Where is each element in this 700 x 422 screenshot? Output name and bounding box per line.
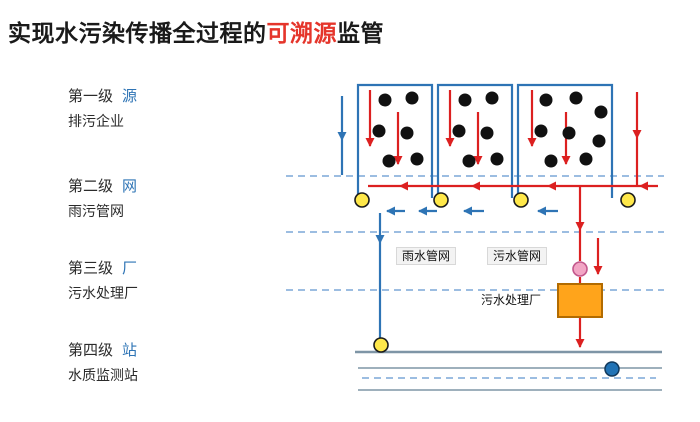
level-3-key: 厂 [122, 260, 138, 277]
level-4-name: 第四级 [68, 342, 114, 359]
title-highlight: 可溯源 [266, 20, 337, 46]
river-discharge-point [604, 361, 620, 377]
level-1-name: 第一级 [68, 88, 114, 105]
sewage-pipe-label: 污水管网 [487, 247, 548, 265]
enterprise-box-2 [436, 83, 514, 198]
level-1-title: 第一级源 [68, 88, 137, 106]
level-2: 第二级网 雨污管网 [68, 178, 137, 219]
treatment-plant-box [557, 283, 603, 318]
enterprise-box-1 [356, 83, 434, 198]
monitor-point-2 [433, 192, 449, 208]
rain-pipe-label: 雨水管网 [396, 247, 457, 265]
level-1-key: 源 [122, 88, 138, 105]
level-2-title: 第二级网 [68, 178, 137, 196]
level-2-key: 网 [122, 178, 138, 195]
enterprise-box-3 [516, 83, 614, 198]
level-3-name: 第三级 [68, 260, 114, 277]
rain-outfall-point [373, 337, 389, 353]
pipe-monitor-points [354, 192, 636, 208]
level-4-desc: 水质监测站 [68, 367, 138, 384]
level-4: 第四级站 水质监测站 [68, 342, 138, 383]
level-3-desc: 污水处理厂 [68, 285, 138, 302]
treatment-plant-label: 污水处理厂 [479, 293, 544, 307]
pipe-zone-dashed-lines [286, 175, 664, 291]
enterprise-boxes [356, 83, 614, 198]
level-2-desc: 雨污管网 [68, 203, 124, 220]
level-2-name: 第二级 [68, 178, 114, 195]
level-1-desc: 排污企业 [68, 113, 124, 130]
title-suffix: 监管 [337, 20, 384, 46]
level-3-title: 第三级厂 [68, 260, 138, 278]
sewage-drop-line [575, 187, 603, 348]
pollution-discharge-arrows [365, 90, 571, 165]
title-prefix: 实现水污染传播全过程的 [8, 20, 267, 46]
level-3: 第三级厂 污水处理厂 [68, 260, 138, 301]
monitor-point-3 [513, 192, 529, 208]
level-1: 第一级源 排污企业 [68, 88, 137, 129]
level-4-title: 第四级站 [68, 342, 138, 360]
page-title: 实现水污染传播全过程的可溯源监管 [8, 14, 384, 48]
monitor-point-4 [620, 192, 636, 208]
level-4-key: 站 [122, 342, 138, 359]
sewage-sensor-point [572, 261, 588, 277]
pollutant-dots [372, 91, 608, 168]
monitor-point-1 [354, 192, 370, 208]
